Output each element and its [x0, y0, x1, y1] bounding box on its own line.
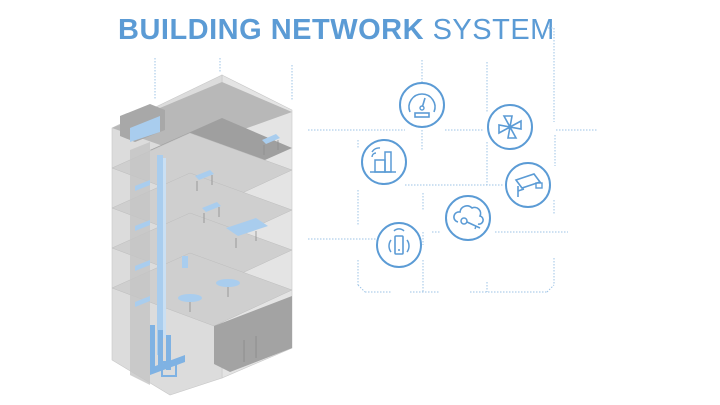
- cloud-key-icon: [445, 195, 491, 241]
- fan-icon: [487, 104, 533, 150]
- wireless-sensor-icon: [376, 222, 422, 268]
- network-lines: [154, 27, 598, 293]
- page-title: BUILDING NETWORK SYSTEM: [118, 14, 555, 47]
- title-light: SYSTEM: [432, 14, 555, 46]
- smart-building-icon: [361, 139, 407, 185]
- title-bold: BUILDING NETWORK: [118, 14, 425, 46]
- security-camera-icon: [505, 162, 551, 208]
- speedometer-icon: [399, 82, 445, 128]
- building-illustration: [111, 74, 293, 396]
